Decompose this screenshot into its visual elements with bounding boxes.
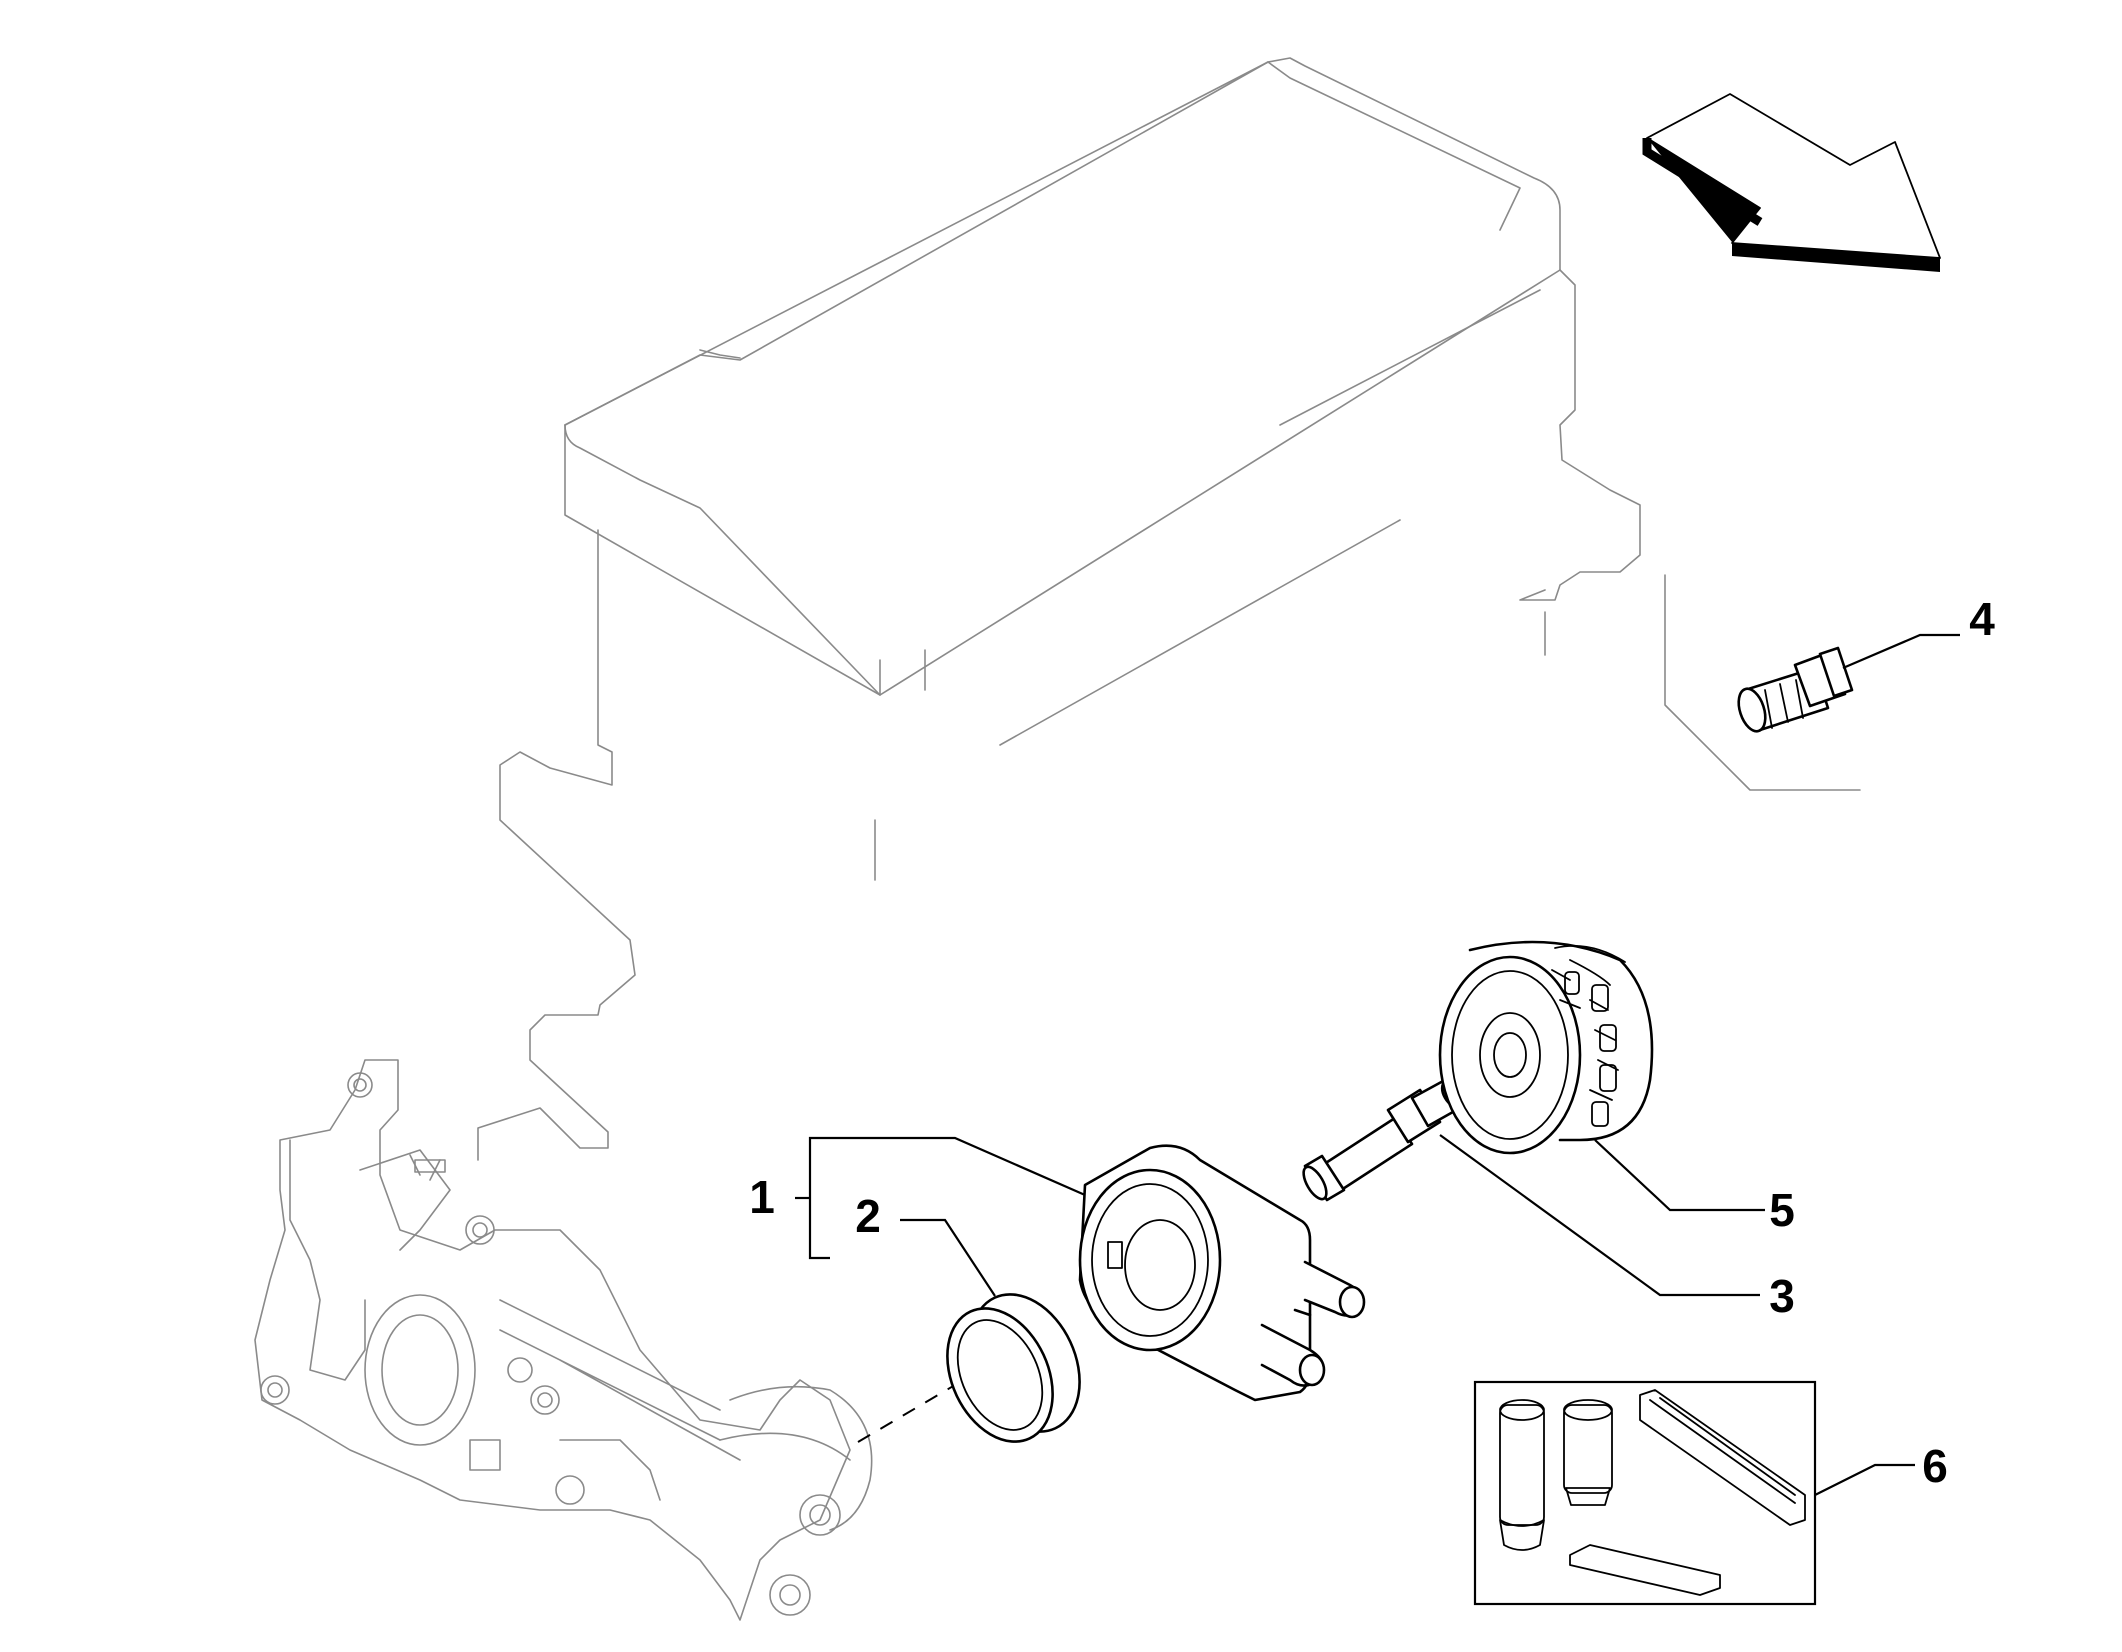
- callout-4: 4: [1969, 593, 1995, 645]
- callout-leaders: [795, 633, 1960, 1496]
- oil-filter-icon: [1438, 940, 1654, 1155]
- callout-1: 1: [749, 1171, 775, 1223]
- timing-cover-icon: [254, 1059, 873, 1621]
- callout-2: 2: [855, 1190, 881, 1242]
- oil-cooler-icon: [1078, 1144, 1366, 1402]
- callout-6: 6: [1922, 1440, 1948, 1492]
- filter-kit-icon: [1473, 1380, 1817, 1606]
- hollow-bolt-icon: [1302, 1078, 1464, 1202]
- pressure-switch-icon: [1664, 574, 1861, 791]
- engine-block-outline-icon: [477, 57, 1641, 1161]
- callout-5: 5: [1769, 1184, 1795, 1236]
- callout-3: 3: [1769, 1270, 1795, 1322]
- seal-ring-icon: [857, 1293, 1081, 1443]
- direction-arrow-icon: [1642, 93, 1941, 272]
